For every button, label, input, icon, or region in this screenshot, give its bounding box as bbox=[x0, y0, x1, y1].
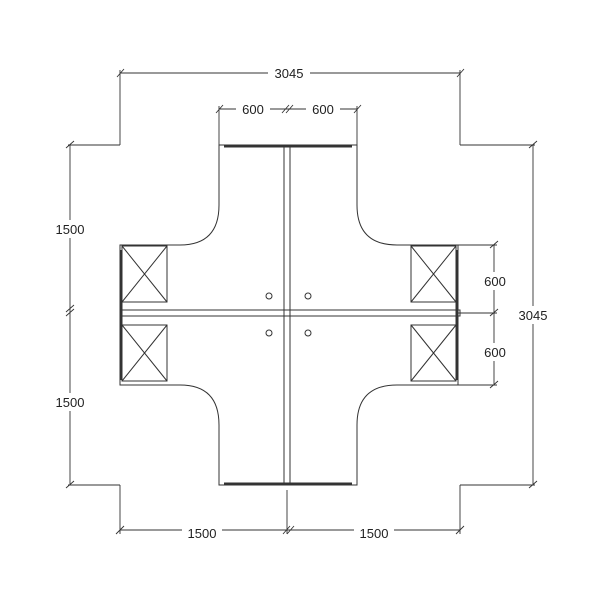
desk-outline bbox=[119, 144, 459, 486]
pedestal-bottom-left bbox=[121, 324, 168, 382]
cable-grommets bbox=[265, 292, 312, 337]
dim-top-left-arm: 600 bbox=[242, 102, 264, 117]
pedestals bbox=[121, 245, 457, 382]
partition-spines bbox=[119, 144, 461, 486]
dim-left-lower: 1500 bbox=[56, 395, 85, 410]
dim-top-overall: 3045 bbox=[275, 66, 304, 81]
dim-top-right-arm: 600 bbox=[312, 102, 334, 117]
pedestal-bottom-right bbox=[410, 324, 457, 382]
dim-bottom-left: 1500 bbox=[188, 526, 217, 541]
dim-right-upper-pedestal: 600 bbox=[484, 274, 506, 289]
dim-right-lower-pedestal: 600 bbox=[484, 345, 506, 360]
dim-right-overall: 3045 bbox=[519, 308, 548, 323]
pedestal-top-left bbox=[121, 245, 168, 303]
pedestal-top-right bbox=[410, 245, 457, 303]
dim-bottom-right: 1500 bbox=[360, 526, 389, 541]
dim-left-upper: 1500 bbox=[56, 222, 85, 237]
